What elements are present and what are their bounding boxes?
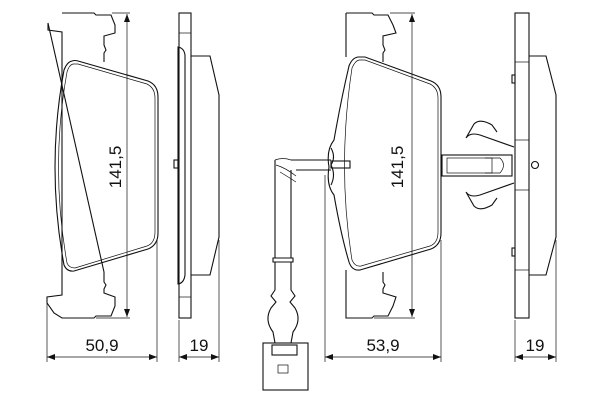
pad1-side-view: 19 [173, 12, 220, 362]
pad2-side-view: 19 [441, 12, 557, 362]
pad2-thickness-label: 19 [526, 336, 545, 355]
pad2-friction-inner [344, 59, 439, 267]
pad1-friction-inner [58, 63, 156, 269]
pad2-height-label: 141,5 [388, 146, 407, 189]
pad1-height-label: 141,5 [106, 146, 125, 189]
pad1-thickness-label: 19 [190, 336, 209, 355]
pad2-front-view: 141,5 53,9 [324, 12, 442, 362]
pad1-width-label: 50,9 [85, 336, 118, 355]
retaining-clip [441, 120, 515, 210]
pad1-backing-plate [46, 12, 116, 319]
pad1-front-view: 141,5 50,9 [46, 12, 159, 362]
sensor-plug [262, 342, 309, 391]
pad1-friction-outer [54, 59, 159, 272]
pad2-width-label: 53,9 [366, 336, 399, 355]
wear-sensor [262, 147, 351, 391]
pad2-friction-outer [327, 56, 442, 271]
pad2-backing-plate [345, 12, 397, 319]
